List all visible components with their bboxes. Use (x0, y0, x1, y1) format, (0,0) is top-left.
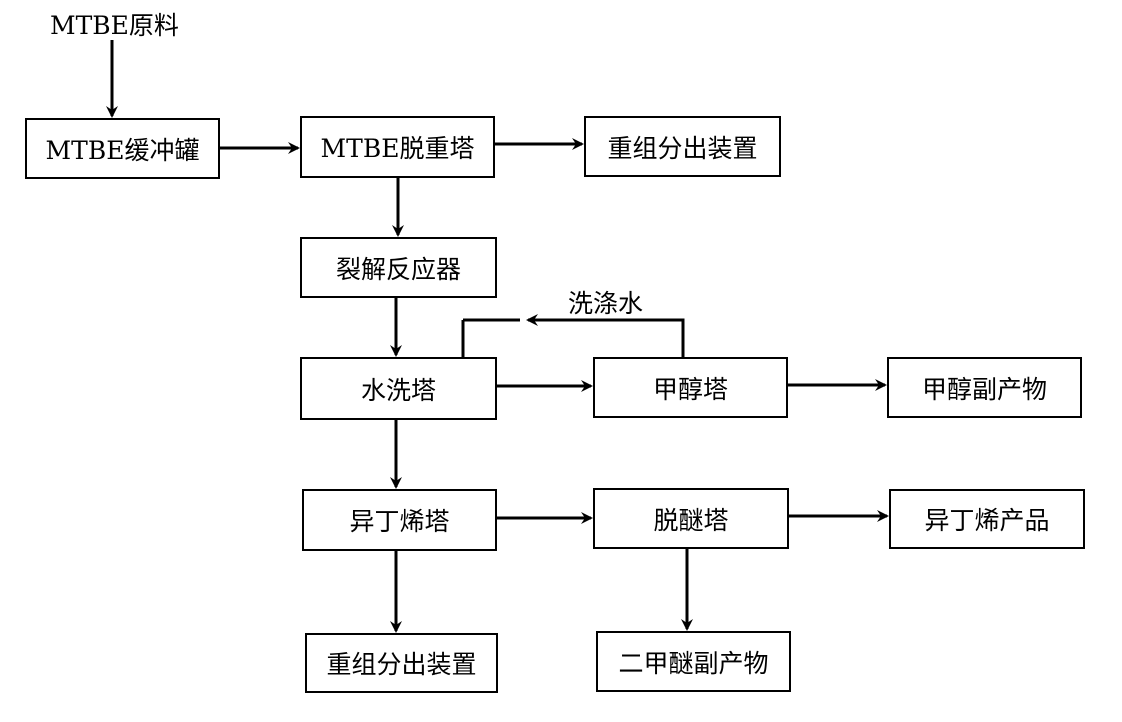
arrow-wash-water-recycle (526, 314, 685, 357)
node-cracking-reactor: 裂解反应器 (300, 237, 497, 298)
source-label: MTBE原料 (50, 11, 179, 40)
node-methanol-byproduct: 甲醇副产物 (887, 357, 1082, 418)
node-buffer-tank: MTBE缓冲罐 (25, 118, 220, 179)
node-deheavy-tower: MTBE脱重塔 (300, 116, 495, 178)
node-isobutene-tower: 异丁烯塔 (302, 489, 497, 551)
node-water-wash-tower: 水洗塔 (300, 357, 497, 420)
node-isobutene-product: 异丁烯产品 (889, 489, 1085, 549)
node-heavy-out-top: 重组分出装置 (584, 116, 781, 177)
node-heavy-out-bottom: 重组分出装置 (305, 633, 498, 693)
node-methanol-tower: 甲醇塔 (593, 357, 788, 418)
node-deether-tower: 脱醚塔 (593, 488, 789, 549)
wash-water-label: 洗涤水 (568, 289, 644, 318)
node-dme-byproduct: 二甲醚副产物 (596, 631, 791, 692)
